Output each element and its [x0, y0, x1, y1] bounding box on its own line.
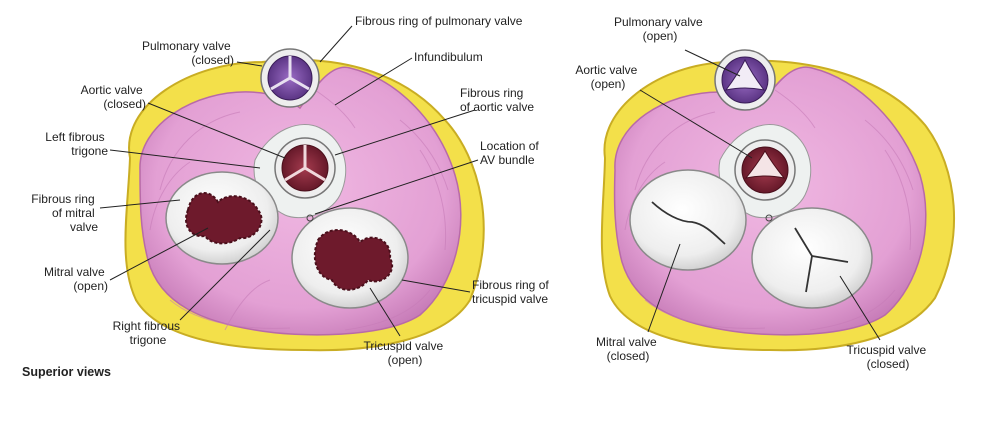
label-fibrous-ring-aortic: Fibrous ring of aortic valve [460, 86, 534, 114]
label-fibrous-ring-pulmonary: Fibrous ring of pulmonary valve [355, 14, 523, 28]
left-superior-view [124, 48, 485, 352]
left-labels: Pulmonary valve (closed) Aortic valve (c… [31, 14, 552, 367]
label-tricuspid-valve-open: Tricuspid valve (open) [364, 339, 447, 367]
label-mitral-valve-closed: Mitral valve (closed) [596, 335, 660, 363]
label-aortic-valve-closed: Aortic valve (closed) [81, 83, 146, 111]
right-superior-view [600, 49, 956, 352]
av-bundle-marker [306, 214, 314, 222]
right-labels: Pulmonary valve (open) Aortic valve (ope… [575, 15, 930, 371]
pulmonary-valve-open [714, 49, 776, 111]
muscle-striations [149, 89, 449, 331]
label-av-bundle: Location of AV bundle [480, 139, 542, 167]
label-mitral-valve-open: Mitral valve (open) [44, 265, 108, 293]
tricuspid-valve-closed [751, 207, 873, 309]
label-right-fibrous-trigone: Right fibrous trigone [113, 319, 184, 347]
av-bundle-marker [765, 214, 773, 222]
right-leader-lines [639, 49, 881, 341]
label-left-fibrous-trigone: Left fibrous trigone [45, 130, 108, 158]
label-pulmonary-valve-closed: Pulmonary valve (closed) [142, 39, 234, 67]
muscle-striations [624, 89, 914, 331]
left-leader-lines [99, 25, 479, 337]
tricuspid-valve-open [291, 207, 409, 309]
aortic-valve-closed [274, 137, 336, 199]
label-aortic-valve-open: Aortic valve (open) [575, 63, 640, 91]
label-pulmonary-valve-open: Pulmonary valve (open) [614, 15, 706, 43]
label-tricuspid-valve-closed: Tricuspid valve (closed) [847, 343, 930, 371]
figure-caption: Superior views [22, 365, 111, 379]
label-fibrous-ring-mitral: Fibrous ring of mitral valve [31, 192, 98, 234]
aortic-valve-open [734, 139, 796, 201]
label-fibrous-ring-tricuspid: Fibrous ring of tricuspid valve [472, 278, 552, 306]
mitral-valve-open [165, 171, 279, 265]
label-infundibulum: Infundibulum [414, 50, 483, 64]
pulmonary-valve-closed [260, 48, 320, 108]
mitral-valve-closed [629, 169, 747, 271]
